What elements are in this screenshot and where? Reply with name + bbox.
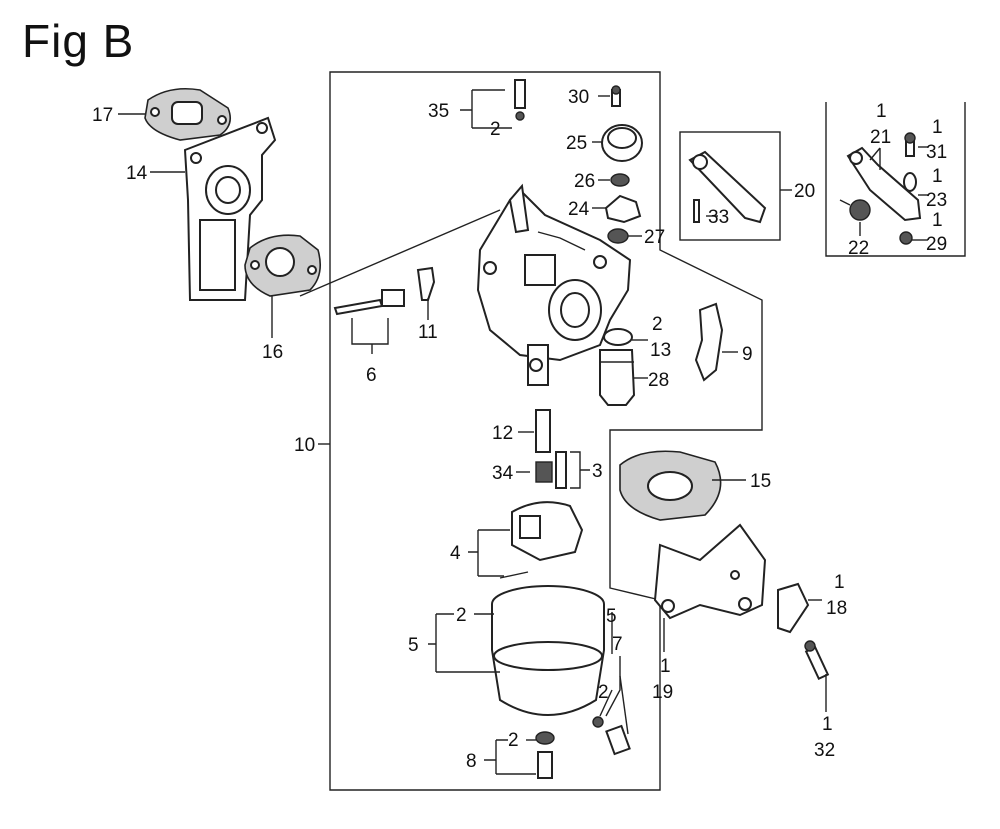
label-6: 6 [366, 365, 377, 386]
needle-34 [535, 461, 553, 483]
bracket-19 [653, 523, 767, 620]
screw-11 [416, 266, 436, 301]
gasket-17 [144, 87, 231, 141]
label-32-qty: 1 [822, 714, 833, 735]
jet-set-3 [555, 451, 567, 489]
label-21-qty: 1 [876, 101, 887, 122]
label-33: 33 [708, 207, 729, 228]
bracket-14 [183, 116, 277, 301]
throttle-lever-group-box [825, 102, 966, 257]
label-35-qty: 2 [490, 119, 501, 140]
label-29-qty: 1 [932, 210, 943, 231]
figure-title: Fig B [22, 15, 135, 67]
clip-9 [694, 302, 724, 382]
screw-31 [904, 132, 916, 157]
label-32: 32 [814, 740, 835, 761]
label-8: 8 [466, 751, 477, 772]
label-35: 35 [428, 101, 449, 122]
label-9: 9 [742, 344, 753, 365]
label-22: 22 [848, 238, 869, 259]
label-12: 12 [492, 423, 513, 444]
label-23-qty: 1 [932, 166, 943, 187]
label-19: 19 [652, 682, 673, 703]
spring-22 [839, 199, 871, 221]
label-27: 27 [644, 227, 665, 248]
label-31: 31 [926, 142, 947, 163]
label-28: 28 [648, 370, 669, 391]
label-10: 10 [294, 435, 315, 456]
label-31-qty: 1 [932, 117, 943, 138]
label-14: 14 [126, 163, 148, 184]
label-26: 26 [574, 171, 595, 192]
label-29: 29 [926, 234, 947, 255]
oring-13 [603, 328, 633, 346]
label-13-qty: 2 [652, 314, 663, 335]
label-23: 23 [926, 190, 947, 211]
nut-29 [899, 231, 913, 245]
label-13: 13 [650, 340, 671, 361]
drain-screw-7 [592, 716, 631, 756]
screw-set-6 [333, 289, 405, 316]
screw-30 [611, 85, 621, 107]
carburetor-body [476, 183, 632, 386]
leader-lines [118, 89, 928, 775]
label-20: 20 [794, 181, 815, 202]
lever-20 [688, 150, 767, 224]
gasket-16 [244, 234, 321, 297]
label-19-qty: 1 [660, 656, 671, 677]
cap-25 [601, 124, 643, 162]
spacer-23 [903, 172, 917, 192]
label-8-qty: 2 [508, 730, 519, 751]
label-5: 5 [408, 635, 419, 656]
label-25: 25 [566, 133, 587, 154]
gasket-15 [619, 450, 722, 521]
label-18-qty: 1 [834, 572, 845, 593]
lever-subassembly-box [679, 131, 781, 241]
bolt-32 [804, 640, 830, 681]
label-7: 7 [612, 634, 623, 655]
carburetor-assembly-box [329, 71, 763, 791]
label-34: 34 [492, 463, 514, 484]
label-16: 16 [262, 342, 283, 363]
float-bowl-5 [491, 585, 605, 716]
valve-24 [604, 194, 642, 224]
label-7-qty: 2 [598, 682, 609, 703]
label-24: 24 [568, 199, 590, 220]
jet-12 [535, 409, 551, 453]
label-30: 30 [568, 87, 589, 108]
oring-27 [607, 228, 629, 244]
bolt-8 [535, 731, 555, 779]
label-3: 3 [592, 461, 603, 482]
float-bowl-plug-28 [599, 349, 636, 406]
throttle-lever-21 [846, 146, 922, 222]
float-4 [499, 501, 584, 579]
label-11: 11 [418, 322, 438, 343]
label-5-qty: 2 [456, 605, 467, 626]
pin-33 [693, 199, 700, 223]
label-21: 21 [870, 127, 891, 148]
label-15: 15 [750, 471, 771, 492]
washer-26 [610, 173, 630, 187]
clamp-18 [777, 582, 810, 634]
label-5-right: 5 [606, 606, 617, 627]
label-18: 18 [826, 598, 847, 619]
screw-35 [514, 79, 526, 121]
label-17: 17 [92, 105, 113, 126]
label-4: 4 [450, 543, 461, 564]
